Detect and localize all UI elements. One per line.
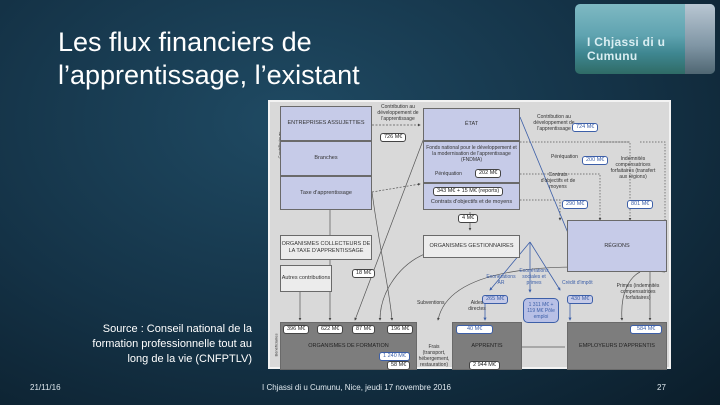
value-18: 18 M€ [352, 269, 376, 278]
indemnites-label: Indemnités compensatrices forfaitaires (… [610, 156, 656, 180]
beneficiaires-label: Bénéficiaires [273, 333, 279, 357]
contrats-label: Contrats d'objectifs et de moyens [430, 199, 513, 205]
collecteurs-box: ORGANISMES COLLECTEURS DE LA TAXE D'APPR… [280, 235, 372, 260]
regions-box: RÉGIONS [567, 220, 667, 272]
source-caption: Source : Conseil national de la formatio… [92, 323, 252, 365]
title-line-1: Les flux financiers de [58, 27, 312, 57]
value-1240: 1 240 M€ [379, 352, 410, 361]
value-1311: 1 311 M€ + 119 M€ Pôle emploi [523, 298, 559, 323]
value-396: 396 M€ [283, 325, 310, 334]
value-200: 200 M€ [582, 156, 609, 165]
exo-ar-label: Exonérations AR [486, 274, 516, 286]
value-202: 202 M€ [475, 169, 502, 178]
value-40: 40 M€ [456, 325, 494, 334]
perequation-label-2: Péréquation [551, 154, 578, 160]
frais-label: Frais (transport, hébergement, restaurat… [418, 344, 450, 368]
logo: I Chjassi di u Cumunu [575, 4, 715, 74]
value-584: 584 M€ [630, 325, 663, 334]
value-290: 290 M€ [562, 200, 589, 209]
value-726: 726 M€ [380, 133, 407, 142]
value-430: 430 M€ [567, 295, 594, 304]
taxe-box: Taxe d'apprentissage [280, 176, 372, 210]
value-724: 724 M€ [572, 123, 599, 132]
credit-label: Crédit d'impôt [562, 280, 593, 286]
entreprises-box: ENTREPRISES ASSUJETTIES [280, 106, 372, 141]
etat-box: ÉTAT [423, 108, 520, 141]
page-number: 27 [657, 383, 666, 392]
exo-soc-label: Exonérations sociales et primes [519, 268, 549, 286]
contrib-label-2: Contribution au développement de l'appre… [533, 114, 575, 132]
title-line-2: l’apprentissage, l’existant [58, 60, 360, 90]
primes-label: Primes (indemnités compensatrices forfai… [616, 283, 660, 301]
subventions-label: Subventions [417, 300, 445, 306]
value-196: 196 M€ [387, 325, 414, 334]
aides-label: Aides directes [468, 300, 486, 312]
value-622: 622 M€ [317, 325, 344, 334]
logo-text: I Chjassi di u Cumunu [587, 35, 666, 63]
value-801: 801 M€ [627, 200, 654, 209]
fndma-box: Fonds national pour le développement et … [423, 141, 520, 183]
contrats-label-2: Contrats d'objectifs et de moyens [540, 172, 576, 190]
contrib-label: Contribution au développement de l'appre… [377, 104, 419, 122]
value-265: 265 M€ [482, 295, 509, 304]
value-343: 343 M€ + 15 M€ (reports) [433, 187, 504, 196]
slide-title: Les flux financiers de l’apprentissage, … [58, 26, 360, 92]
value-4: 4 M€ [458, 214, 479, 223]
footer-text: I Chjassi di u Cumunu, Nice, jeudi 17 no… [262, 383, 451, 392]
flow-arrows [298, 116, 666, 349]
value-87: 87 M€ [352, 325, 376, 334]
footer-date: 21/11/16 [30, 383, 61, 392]
flow-diagram: Contributeurs Bénéficiaires ENTREPRISES … [268, 100, 671, 370]
value-58: 58 M€ [387, 361, 411, 370]
autres-box: Autres contributions [280, 265, 332, 292]
perequation-label: Péréquation [435, 171, 462, 177]
value-2944: 2 944 M€ [469, 361, 500, 370]
fndma-label: Fonds national pour le développement et … [426, 145, 517, 163]
branches-box: Branches [280, 141, 372, 176]
gestionnaires-box: ORGANISMES GESTIONNAIRES [423, 235, 520, 258]
